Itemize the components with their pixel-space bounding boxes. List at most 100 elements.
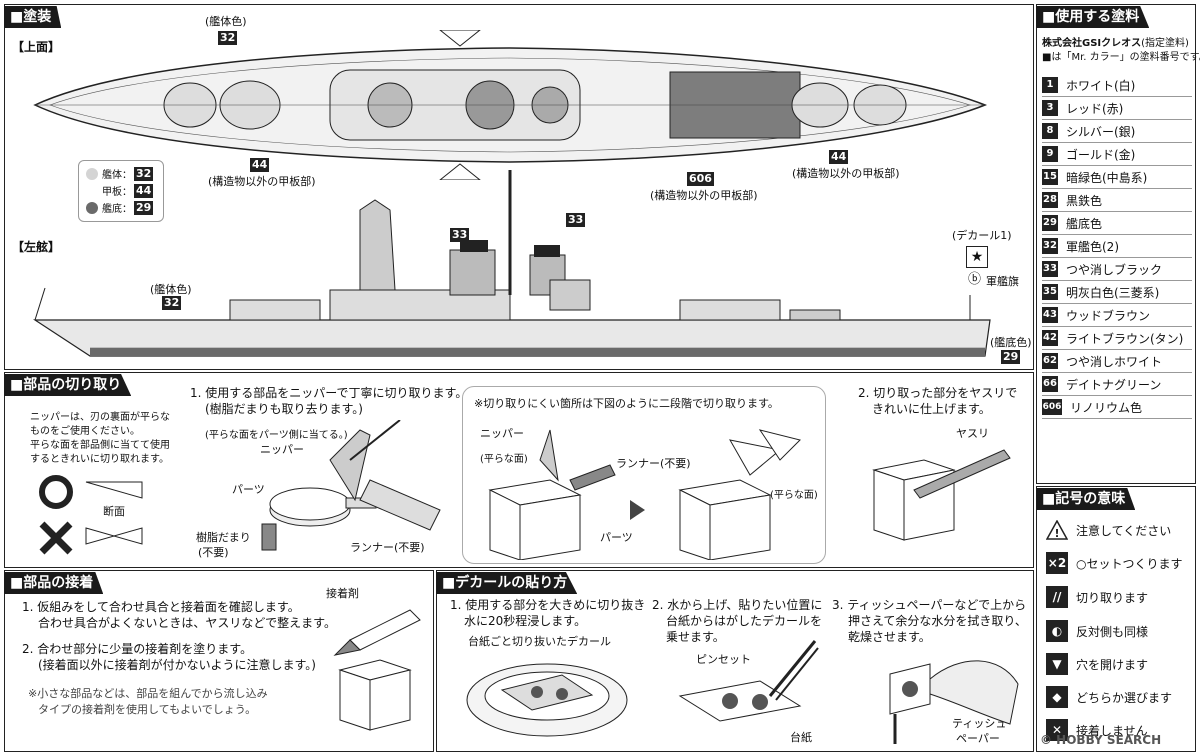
- paints-panel: [1036, 4, 1196, 484]
- paint-num: 33: [1042, 261, 1058, 277]
- hard-cut-box: [462, 386, 826, 564]
- nipper-note-2: ものをご使用ください。: [30, 426, 140, 437]
- glue-step1-line1: 1. 仮組みをして合わせ具合と接着面を確認します。: [22, 600, 300, 614]
- symbol-row: ✕接着しません: [1046, 716, 1148, 744]
- paint-name: シルバー(銀): [1066, 124, 1136, 139]
- nipper2-label: ニッパー: [480, 427, 524, 440]
- legend-row-deck: 甲板： 44: [86, 183, 154, 198]
- star-decal-icon: ★: [966, 246, 988, 268]
- cut-decal-label: 台紙ごと切り抜いたデカール: [468, 635, 611, 648]
- correct-mark-icon: [39, 475, 73, 509]
- side-hull-num: 32: [162, 296, 182, 310]
- svg-text:!: !: [1054, 527, 1059, 540]
- paint-num: 1: [1042, 77, 1058, 93]
- decal-step1-line1: 1. 使用する部分を大きめに切り抜き: [450, 598, 646, 612]
- glue-note-line2: タイプの接着剤を使用してもよいでしょう。: [38, 703, 257, 716]
- paint-row: 33 つや消しブラック: [1042, 258, 1192, 281]
- symbol-label: ○セットつくります: [1076, 556, 1183, 571]
- legend-swatch-hull: [86, 167, 98, 180]
- deck-num-1: 44: [250, 158, 270, 172]
- cross-section-bad: [85, 527, 143, 545]
- cut-step2-line1: 2. 切り取った部分をヤスリで: [858, 386, 1018, 400]
- paint-num: 66: [1042, 376, 1058, 392]
- cut-icon: //: [1046, 586, 1068, 608]
- tissue-label-1: ティッシュ: [952, 717, 1007, 730]
- decal-label: (デカール1): [952, 229, 1012, 242]
- paint-name: 暗緑色(中島系): [1066, 170, 1148, 185]
- flat-side-note: (平らな面をパーツ側に当てる。): [205, 430, 348, 441]
- paint-name: 艦底色: [1066, 216, 1103, 231]
- nipper-note-3: 平らな面を部品側に当てて使用: [30, 440, 170, 451]
- symbols-panel: [1036, 486, 1196, 752]
- funnel-num-1: 33: [450, 228, 470, 242]
- flat3-label: (平らな面): [770, 490, 818, 501]
- painting-title: ■塗装: [4, 6, 62, 28]
- resin-label: 樹脂だまり: [196, 531, 251, 544]
- deck-num-3: 44: [829, 150, 849, 164]
- hull-color-label: (艦体色): [205, 15, 247, 28]
- top-view-label: 【上面】: [12, 40, 61, 54]
- paint-row: 3 レッド(赤): [1042, 97, 1192, 120]
- glue-illustration: [333, 609, 421, 731]
- paint-name: 黒鉄色: [1066, 193, 1103, 208]
- legend-row-hull: 艦体： 32: [86, 166, 154, 181]
- legend-swatch-bottom: [86, 201, 98, 214]
- symbol-row: ◐反対側も同様: [1046, 617, 1148, 645]
- glue-panel: [4, 570, 434, 752]
- nipper-label: ニッパー: [260, 443, 304, 456]
- choice-icon: ◆: [1046, 686, 1068, 708]
- legend-num-hull: 32: [134, 166, 154, 181]
- file-illustration: [872, 449, 1011, 541]
- decal-step3-line1: 3. ティッシュペーパーなどで上から: [832, 598, 1027, 612]
- warning-icon: !: [1046, 519, 1068, 541]
- paint-name: 軍艦色(2): [1066, 239, 1119, 254]
- paint-name: レッド(赤): [1066, 101, 1124, 116]
- paint-name: つや消しホワイト: [1066, 354, 1163, 369]
- paint-name: デイトナグリーン: [1066, 377, 1162, 392]
- file-label: ヤスリ: [956, 427, 989, 440]
- symbol-row: //切り取ります: [1046, 583, 1148, 611]
- tissue-illustration: [889, 660, 1019, 744]
- legend-label-bottom: 艦底：: [102, 204, 132, 215]
- tweezers-label: ピンセット: [696, 653, 751, 666]
- tissue-label-2: ペーパー: [956, 732, 1000, 745]
- flat2-label: (平らな面): [480, 454, 528, 465]
- decal-step3-line3: 乾燥させます。: [848, 630, 931, 644]
- cut-step1-line1: 1. 使用する部品をニッパーで丁寧に切り取ります。: [190, 386, 468, 400]
- bottom-num: 29: [1001, 350, 1021, 364]
- paint-row: 8 シルバー(銀): [1042, 120, 1192, 143]
- paint-name: ライトブラウン(タン): [1066, 331, 1184, 346]
- water-dish-illustration: [466, 663, 628, 737]
- symbol-row: ▼穴を開けます: [1046, 650, 1148, 678]
- hull-color-num: 32: [218, 31, 238, 45]
- symbol-label: 穴を開けます: [1076, 657, 1149, 672]
- decal-b: ⓑ: [968, 272, 982, 287]
- paint-num: 8: [1042, 123, 1058, 139]
- glue-step2-line2: (接着面以外に接着剤が付かないように注意します。): [38, 658, 316, 672]
- legend-row-bottom: 艦底： 29: [86, 200, 154, 215]
- parts-label: パーツ: [232, 483, 265, 496]
- symbol-label: 注意してください: [1076, 523, 1172, 538]
- deck-label-1: (構造物以外の甲板部): [208, 175, 316, 188]
- resin-note: (不要): [198, 546, 229, 559]
- ship-side-view: [32, 170, 991, 357]
- mirror-icon: ◐: [1046, 620, 1068, 642]
- glue-label: 接着剤: [326, 587, 359, 600]
- ship-top-view: [33, 30, 988, 180]
- no-glue-icon: ✕: [1046, 719, 1068, 741]
- paint-name: つや消しブラック: [1066, 262, 1163, 277]
- glue-step1-line2: 合わせ具合がよくないときは、ヤスリなどで整えます。: [38, 616, 336, 630]
- decal-step1-line2: 水に20秒程浸します。: [464, 614, 587, 628]
- symbol-row: ×2○セットつくります: [1046, 549, 1182, 577]
- cross-section-label: 断面: [103, 505, 125, 518]
- paint-num: 3: [1042, 100, 1058, 116]
- paint-num: 43: [1042, 307, 1058, 323]
- paint-num: 606: [1042, 399, 1062, 415]
